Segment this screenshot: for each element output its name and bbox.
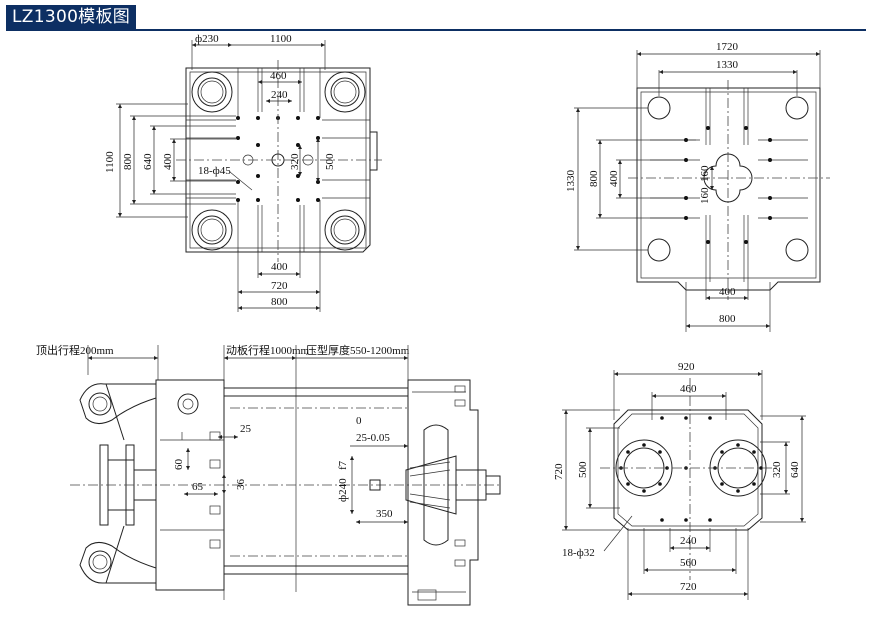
dim-460: 460 xyxy=(270,70,287,82)
dim-240: 240 xyxy=(680,535,697,547)
label-ejector-stroke: 顶出行程200mm xyxy=(36,343,114,357)
dim-400-left: 400 xyxy=(608,170,620,187)
dim-240: 240 xyxy=(271,89,288,101)
dim-bore: ф240 xyxy=(337,478,349,502)
moving-platen-outline xyxy=(185,67,371,253)
toggle-link-lower xyxy=(79,542,157,584)
ejector-plate-outline xyxy=(613,409,763,531)
dim-160-b: 160 xyxy=(699,165,711,182)
bolt-holes xyxy=(619,416,763,522)
dim-920: 920 xyxy=(678,361,695,373)
moving-platen-body xyxy=(155,379,225,591)
nozzle xyxy=(405,455,457,515)
title-bar: LZ1300模板图 xyxy=(0,0,871,34)
dim-320: 320 xyxy=(289,153,301,170)
tie-bar-hole xyxy=(647,96,671,120)
dim-800-left: 800 xyxy=(588,170,600,187)
dim-25: 25 xyxy=(240,423,252,435)
dim-36: 36 xyxy=(235,479,247,491)
dim-bar-dia: ф230 xyxy=(195,33,219,45)
note-holes-32: 18-ф32 xyxy=(562,547,595,559)
dim-720-bottom: 720 xyxy=(271,280,288,292)
dim-640-left: 640 xyxy=(142,153,154,170)
dim-640: 640 xyxy=(789,461,801,478)
fixed-platen-body xyxy=(407,379,479,606)
tie-bar-hole xyxy=(324,71,366,113)
label-platen-stroke: 动板行程1000mm xyxy=(226,343,310,357)
dim-720-bottom: 720 xyxy=(680,581,697,593)
dim-60: 60 xyxy=(173,459,185,471)
tie-bar-hole xyxy=(324,209,366,251)
tie-bar-hole xyxy=(785,238,809,262)
toggle-link-upper xyxy=(79,383,157,424)
dim-160-a: 160 xyxy=(699,187,711,204)
tie-bar-hole xyxy=(785,96,809,120)
dim-1720: 1720 xyxy=(716,41,739,53)
dim-0: 0 xyxy=(356,415,362,427)
dim-400-bottom: 400 xyxy=(719,286,736,298)
dim-500: 500 xyxy=(324,153,336,170)
dim-350: 350 xyxy=(376,508,393,520)
dim-460: 460 xyxy=(680,383,697,395)
note-holes-45: 18-ф45 xyxy=(198,165,231,177)
dim-bore-tol: f7 xyxy=(337,460,349,470)
nozzle-opening xyxy=(703,153,753,203)
moving-platen-view: ф230 1100 460 240 1100 800 640 400 18-ф4… xyxy=(104,33,382,312)
ejector-plate-view: 920 460 720 500 320 640 18-ф32 240 560 xyxy=(553,361,806,600)
dim-500: 500 xyxy=(577,461,589,478)
fixed-platen-view: 1720 1330 1330 800 400 160 160 400 800 xyxy=(565,41,830,332)
dim-560: 560 xyxy=(680,557,697,569)
dim-tolerance: 25-0.05 xyxy=(356,432,390,444)
dim-400-bottom: 400 xyxy=(271,261,288,273)
dim-800-left: 800 xyxy=(122,153,134,170)
tie-bar-hole xyxy=(647,238,671,262)
dim-800-bottom: 800 xyxy=(719,313,736,325)
dim-400-left: 400 xyxy=(162,153,174,170)
title-divider xyxy=(6,29,866,31)
dim-1330-left: 1330 xyxy=(565,170,577,193)
tie-bar-hole xyxy=(191,209,233,251)
side-view: 顶出行程200mm 动板行程1000mm 压型厚度550-1200mm xyxy=(36,343,501,606)
dim-1100-top: 1100 xyxy=(270,33,292,45)
page-title: LZ1300模板图 xyxy=(6,5,137,29)
dim-65: 65 xyxy=(192,481,204,493)
dim-800-bottom: 800 xyxy=(271,296,288,308)
dim-1330-top: 1330 xyxy=(716,59,739,71)
label-mould-thickness: 压型厚度550-1200mm xyxy=(306,343,410,357)
dim-1100-left: 1100 xyxy=(104,151,116,173)
tie-bar-hole xyxy=(191,71,233,113)
dim-320: 320 xyxy=(771,461,783,478)
dim-720-left: 720 xyxy=(553,463,565,480)
